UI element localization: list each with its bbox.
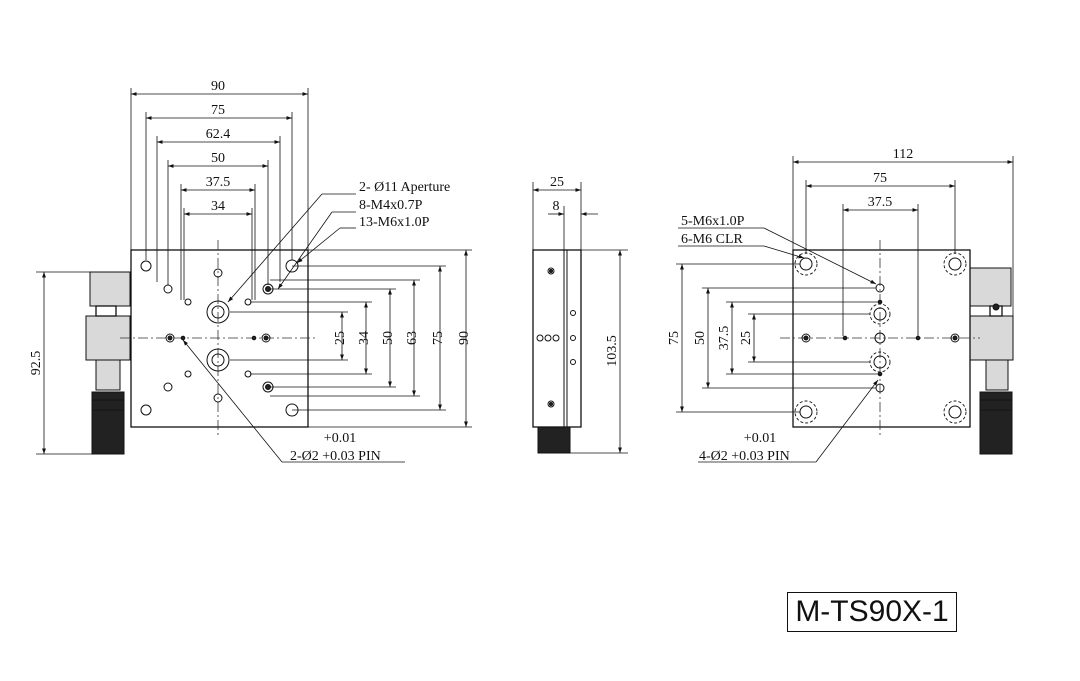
bottom-vdim-75: 75 — [667, 331, 682, 345]
m6-callout: 13-M6x1.0P — [359, 215, 430, 230]
bottom-tolerance: +0.01 — [744, 431, 776, 446]
bottom-view-callouts: 5-M6x1.0P 6-M6 CLR +0.01 4-Ø2 +0.03 PIN — [678, 214, 879, 464]
bottom-m6-clr-callout: 6-M6 CLR — [681, 232, 744, 247]
top-view-stage-plate — [130, 249, 309, 428]
top-dim-75: 75 — [211, 103, 225, 118]
bottom-view-micrometer-block — [968, 315, 1014, 361]
top-vdim-50: 50 — [381, 331, 396, 345]
bottom-view-micrometer-housing — [968, 267, 1012, 307]
bottom-dim-112: 112 — [893, 147, 913, 162]
top-dim-34: 34 — [211, 199, 225, 214]
bottom-m6-tapped-callout: 5-M6x1.0P — [681, 214, 745, 229]
bottom-view-stage-plate — [792, 249, 971, 428]
bottom-view: 112 75 37.5 75 50 37.5 25 — [667, 147, 1014, 464]
top-vdim-90: 90 — [457, 331, 472, 345]
bottom-dim-75: 75 — [873, 171, 887, 186]
bottom-view-vertical-dims: 75 50 37.5 25 — [667, 263, 878, 413]
m4-callout: 8-M4x0.7P — [359, 198, 423, 213]
bottom-view-micrometer-knob — [979, 391, 1013, 455]
top-view-height-dim: 92.5 — [29, 271, 92, 455]
top-tolerance: +0.01 — [324, 431, 356, 446]
bottom-vdim-25: 25 — [739, 331, 754, 345]
top-dim-90: 90 — [211, 79, 225, 94]
side-dim-8: 8 — [553, 199, 560, 214]
top-dim-37-5: 37.5 — [206, 175, 231, 190]
model-number-label: M-TS90X-1 — [787, 592, 957, 632]
top-pin-note: 2-Ø2 +0.03 PIN — [290, 449, 381, 464]
top-view: 90 75 62.4 50 37.5 34 — [29, 79, 472, 464]
top-dim-62-4: 62.4 — [206, 127, 231, 142]
side-dim-25: 25 — [550, 175, 564, 190]
bottom-vdim-37-5: 37.5 — [717, 326, 732, 351]
top-vdim-63: 63 — [405, 331, 420, 345]
top-dim-50: 50 — [211, 151, 225, 166]
side-view: 25 8 103.5 — [532, 175, 628, 454]
side-dim-103-5: 103.5 — [605, 335, 620, 367]
aperture-callout: 2- Ø11 Aperture — [359, 180, 450, 195]
top-vdim-25: 25 — [333, 331, 348, 345]
top-vdim-75: 75 — [431, 331, 446, 345]
side-view-dims: 25 8 103.5 — [532, 175, 628, 454]
top-vdim-34: 34 — [357, 331, 372, 345]
top-view-micrometer-housing — [89, 271, 131, 307]
bottom-pin-note: 4-Ø2 +0.03 PIN — [699, 449, 790, 464]
top-view-callouts: 2- Ø11 Aperture 8-M4x0.7P 13-M6x1.0P +0.… — [182, 180, 450, 464]
bottom-dim-37-5: 37.5 — [868, 195, 893, 210]
side-view-body — [532, 249, 582, 428]
top-view-micrometer-knob — [91, 391, 125, 455]
top-view-vertical-dims: 25 34 50 63 75 90 — [230, 249, 472, 428]
bottom-view-horizontal-dims: 112 75 37.5 — [792, 147, 1014, 336]
top-view-horizontal-dims: 90 75 62.4 50 37.5 34 — [130, 79, 309, 300]
bottom-vdim-50: 50 — [693, 331, 708, 345]
top-dim-92-5: 92.5 — [29, 351, 44, 376]
side-view-knob — [537, 426, 571, 454]
